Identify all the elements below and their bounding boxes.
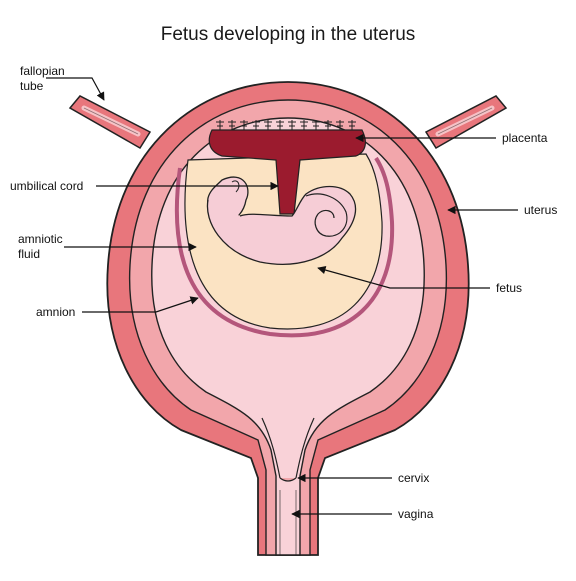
placenta-villus [252, 120, 260, 130]
arrow-fetus [317, 265, 490, 289]
label-amniotic-fluid-line2: fluid [18, 247, 41, 261]
placenta-group [208, 120, 366, 215]
amnion [174, 156, 395, 338]
label-amnion: amnion [36, 305, 76, 319]
label-fetus: fetus [496, 281, 523, 295]
arrow-amnion [82, 296, 199, 313]
placenta-villus [312, 120, 320, 130]
placenta-villus [264, 120, 272, 130]
label-cervix: cervix [398, 471, 430, 485]
placenta-villus [348, 120, 356, 130]
label-fallopian-tube-line2: tube [20, 79, 44, 93]
label-amniotic-fluid: amniotic fluid [18, 232, 63, 262]
placenta-villus [300, 120, 308, 130]
placenta-villus [324, 120, 332, 130]
placenta-villus [276, 120, 284, 130]
label-fallopian-tube-line1: fallopian [20, 64, 65, 78]
fallopian-tube-right [424, 95, 508, 150]
label-vagina: vagina [398, 507, 434, 521]
cervix-shape [261, 417, 315, 479]
label-placenta: placenta [502, 131, 548, 145]
vagina-shape [279, 490, 297, 555]
label-amniotic-fluid-line1: amniotic [18, 232, 63, 246]
fallopian-tube-left [68, 95, 152, 150]
arrow-fallopian-tube [46, 77, 105, 101]
placenta-villus [228, 120, 236, 130]
label-fallopian-tube: fallopian tube [20, 64, 65, 94]
placenta-villus [216, 120, 224, 130]
leader-lines [46, 77, 518, 519]
placenta-villi [216, 120, 356, 130]
placenta-villus [240, 120, 248, 130]
label-uterus: uterus [524, 203, 558, 217]
page-title: Fetus developing in the uterus [160, 24, 416, 45]
label-umbilical-cord: umbilical cord [10, 179, 84, 193]
placenta-villus [288, 120, 296, 130]
placenta-villus [336, 120, 344, 130]
fetus [206, 176, 357, 265]
